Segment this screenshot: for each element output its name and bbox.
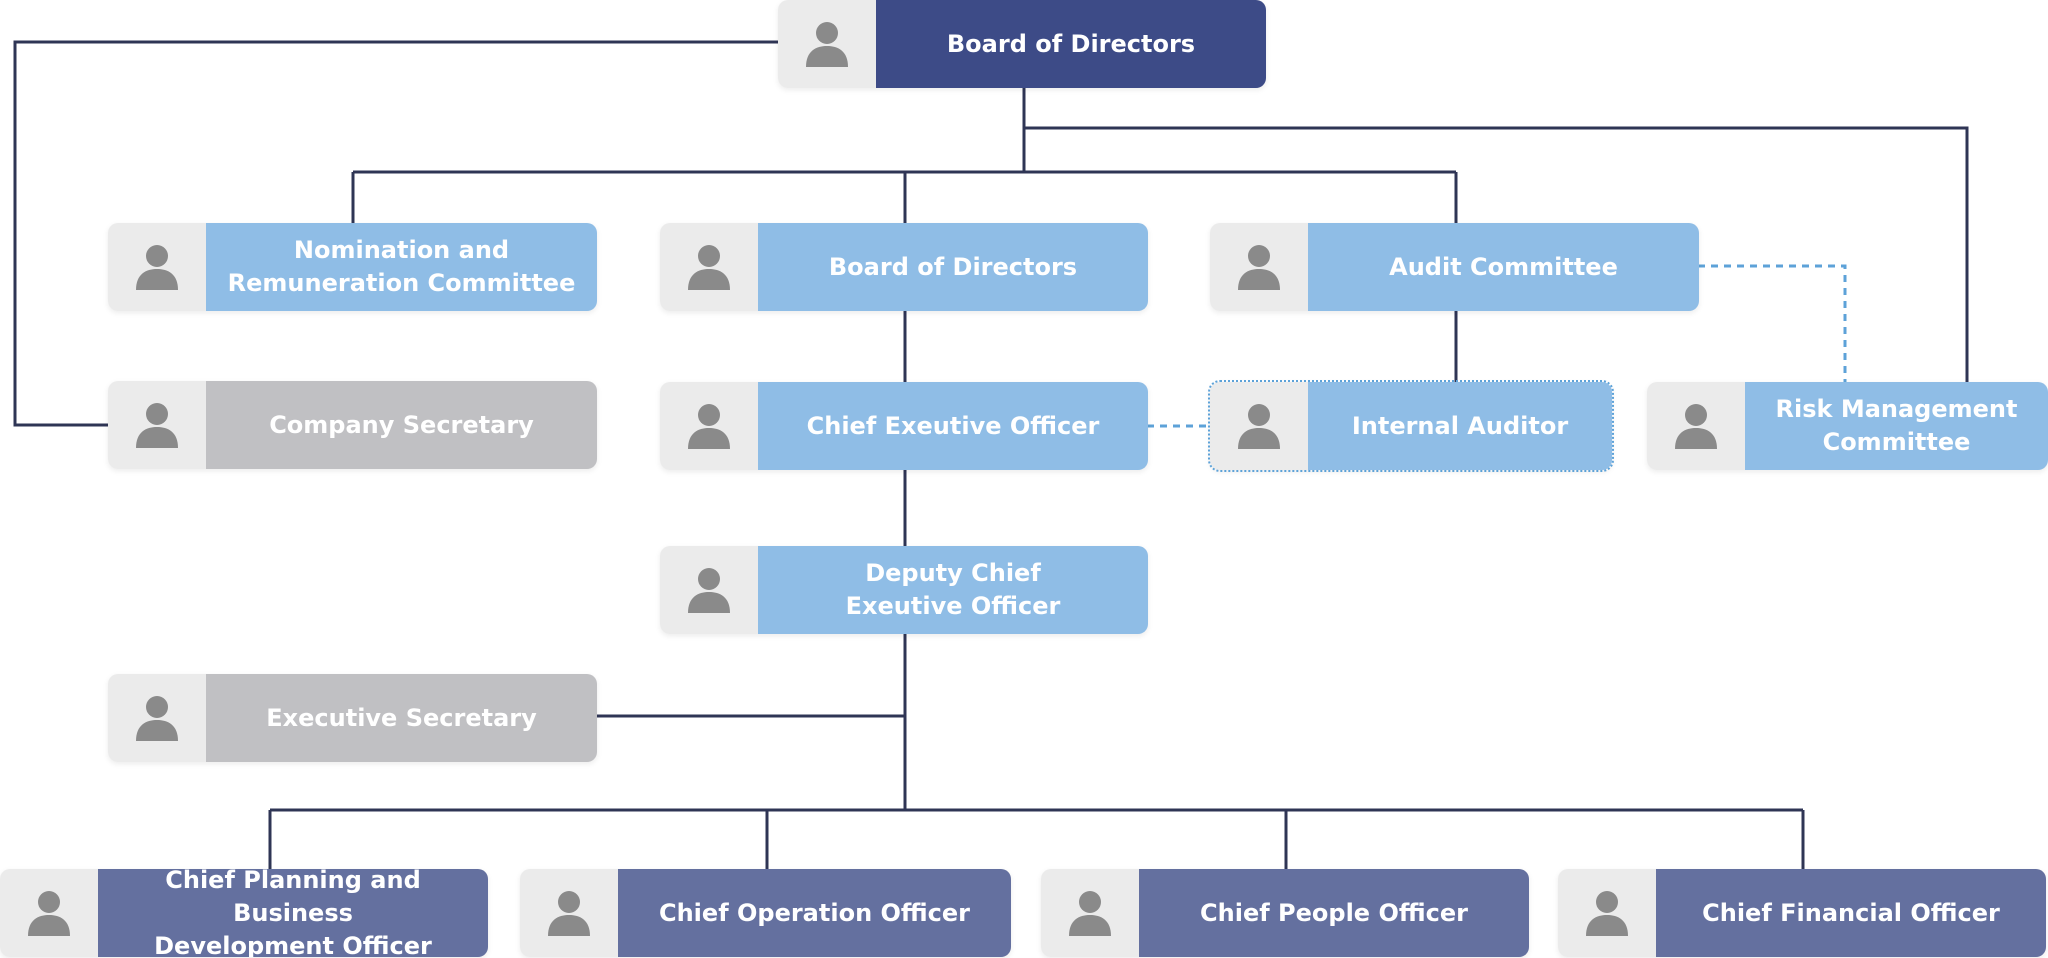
node-label: Chief Exeutive Officer xyxy=(758,382,1148,470)
node-label: Company Secretary xyxy=(206,381,597,469)
person-icon xyxy=(108,381,206,469)
person-icon xyxy=(1210,223,1308,311)
node-chief-planning-business-development-officer[interactable]: Chief Planning and Business Development … xyxy=(0,869,488,957)
node-chief-operation-officer[interactable]: Chief Operation Officer xyxy=(520,869,1011,957)
node-nomination-committee[interactable]: Nomination and Remuneration Committee xyxy=(108,223,597,311)
person-icon xyxy=(1210,382,1308,470)
person-icon xyxy=(660,223,758,311)
node-internal-auditor[interactable]: Internal Auditor xyxy=(1208,380,1614,472)
node-company-secretary[interactable]: Company Secretary xyxy=(108,381,597,469)
connector-board-to-risk xyxy=(1024,126,1969,382)
node-label: Deputy Chief Exeutive Officer xyxy=(758,546,1148,634)
node-label: Chief People Officer xyxy=(1139,869,1529,957)
dashed-connectors xyxy=(1147,264,1847,428)
person-icon xyxy=(1041,869,1139,957)
person-icon xyxy=(778,0,876,88)
node-board-of-directors-mid[interactable]: Board of Directors xyxy=(660,223,1148,311)
node-deputy-chief-executive-officer[interactable]: Deputy Chief Exeutive Officer xyxy=(660,546,1148,634)
node-label: Nomination and Remuneration Committee xyxy=(206,223,597,311)
node-label: Chief Financial Officer xyxy=(1656,869,2046,957)
person-icon xyxy=(520,869,618,957)
node-chief-executive-officer[interactable]: Chief Exeutive Officer xyxy=(660,382,1148,470)
node-label: Chief Operation Officer xyxy=(618,869,1011,957)
node-chief-financial-officer[interactable]: Chief Financial Officer xyxy=(1558,869,2046,957)
person-icon xyxy=(0,869,98,957)
node-label: Risk Management Committee xyxy=(1745,382,2048,470)
person-icon xyxy=(660,546,758,634)
node-risk-management-committee[interactable]: Risk Management Committee xyxy=(1647,382,2048,470)
person-icon xyxy=(1558,869,1656,957)
node-label: Executive Secretary xyxy=(206,674,597,762)
person-icon xyxy=(660,382,758,470)
node-label: Board of Directors xyxy=(876,0,1266,88)
person-icon xyxy=(1647,382,1745,470)
node-executive-secretary[interactable]: Executive Secretary xyxy=(108,674,597,762)
node-label: Board of Directors xyxy=(758,223,1148,311)
node-label: Chief Planning and Business Development … xyxy=(98,869,488,957)
node-label: Audit Committee xyxy=(1308,223,1699,311)
node-label: Internal Auditor xyxy=(1308,382,1612,470)
node-board-of-directors-top[interactable]: Board of Directors xyxy=(778,0,1266,88)
connector-board-to-company-secretary xyxy=(13,40,778,427)
solid-connectors xyxy=(13,40,1969,869)
node-audit-committee[interactable]: Audit Committee xyxy=(1210,223,1699,311)
person-icon xyxy=(108,223,206,311)
person-icon xyxy=(108,674,206,762)
dashed-audit-to-risk xyxy=(1698,264,1847,382)
node-chief-people-officer[interactable]: Chief People Officer xyxy=(1041,869,1529,957)
